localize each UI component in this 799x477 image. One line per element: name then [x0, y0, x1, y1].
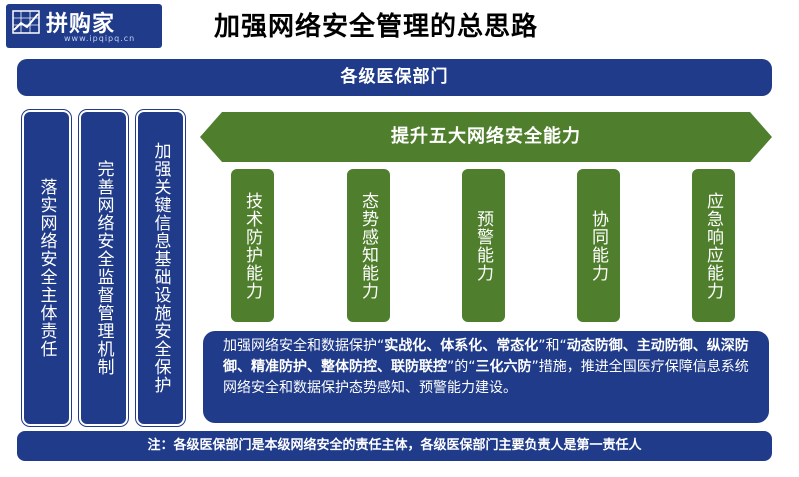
capability-situational: 态势感知能力 — [347, 169, 390, 322]
capability-banner: 提升五大网络安全能力 — [200, 112, 772, 162]
capability-label: 协同能力 — [588, 209, 608, 282]
chart-logo-icon — [12, 10, 40, 34]
description-box: 加强网络安全和数据保护“实战化、体系化、常态化”和“动态防御、主动防御、纵深防御… — [203, 331, 769, 423]
description-text: ”的“ — [447, 359, 476, 375]
capability-coordination: 协同能力 — [577, 169, 620, 322]
top-bar: 各级医保部门 — [17, 59, 772, 96]
capability-technical: 技术防护能力 — [231, 169, 274, 322]
capability-emergency: 应急响应能力 — [692, 169, 735, 322]
description-text: ”措施，推进全国医疗保障信息系统网络安全和数据保护态势感知、预警能力建设。 — [223, 359, 749, 396]
capability-label: 技术防护能力 — [242, 191, 262, 300]
logo-url: www.ipqipq.cn — [64, 34, 136, 43]
description-text: 加强网络安全和数据保护“ — [223, 338, 385, 354]
description-bold: 实战化、体系化、常态化 — [384, 338, 539, 354]
column-responsibility: 落实网络安全主体责任 — [22, 110, 71, 426]
column-supervision: 完善网络安全监督管理机制 — [79, 110, 128, 426]
page-title: 加强网络安全管理的总思路 — [214, 12, 539, 42]
capability-label: 态势感知能力 — [358, 191, 378, 300]
description-text: ”和“ — [538, 338, 567, 354]
logo-brand: 拼购家 — [46, 12, 116, 37]
column-label: 完善网络安全监督管理机制 — [93, 160, 114, 376]
column-infrastructure: 加强关键信息基础设施安全保护 — [136, 110, 185, 426]
capability-warning: 预警能力 — [462, 169, 505, 322]
note-bar: 注：各级医保部门是本级网络安全的责任主体，各级医保部门主要负责人是第一责任人 — [17, 431, 772, 461]
logo: 拼购家 www.ipqipq.cn — [6, 4, 162, 48]
capability-label: 预警能力 — [473, 209, 493, 282]
column-label: 落实网络安全主体责任 — [36, 178, 57, 358]
capability-label: 应急响应能力 — [703, 191, 723, 300]
description-bold: 动态防御、主动防御、纵深防御、精准防护、整体防控、联防联控 — [223, 338, 749, 375]
description-bold: 三化六防 — [475, 359, 532, 375]
column-label: 加强关键信息基础设施安全保护 — [150, 142, 171, 394]
